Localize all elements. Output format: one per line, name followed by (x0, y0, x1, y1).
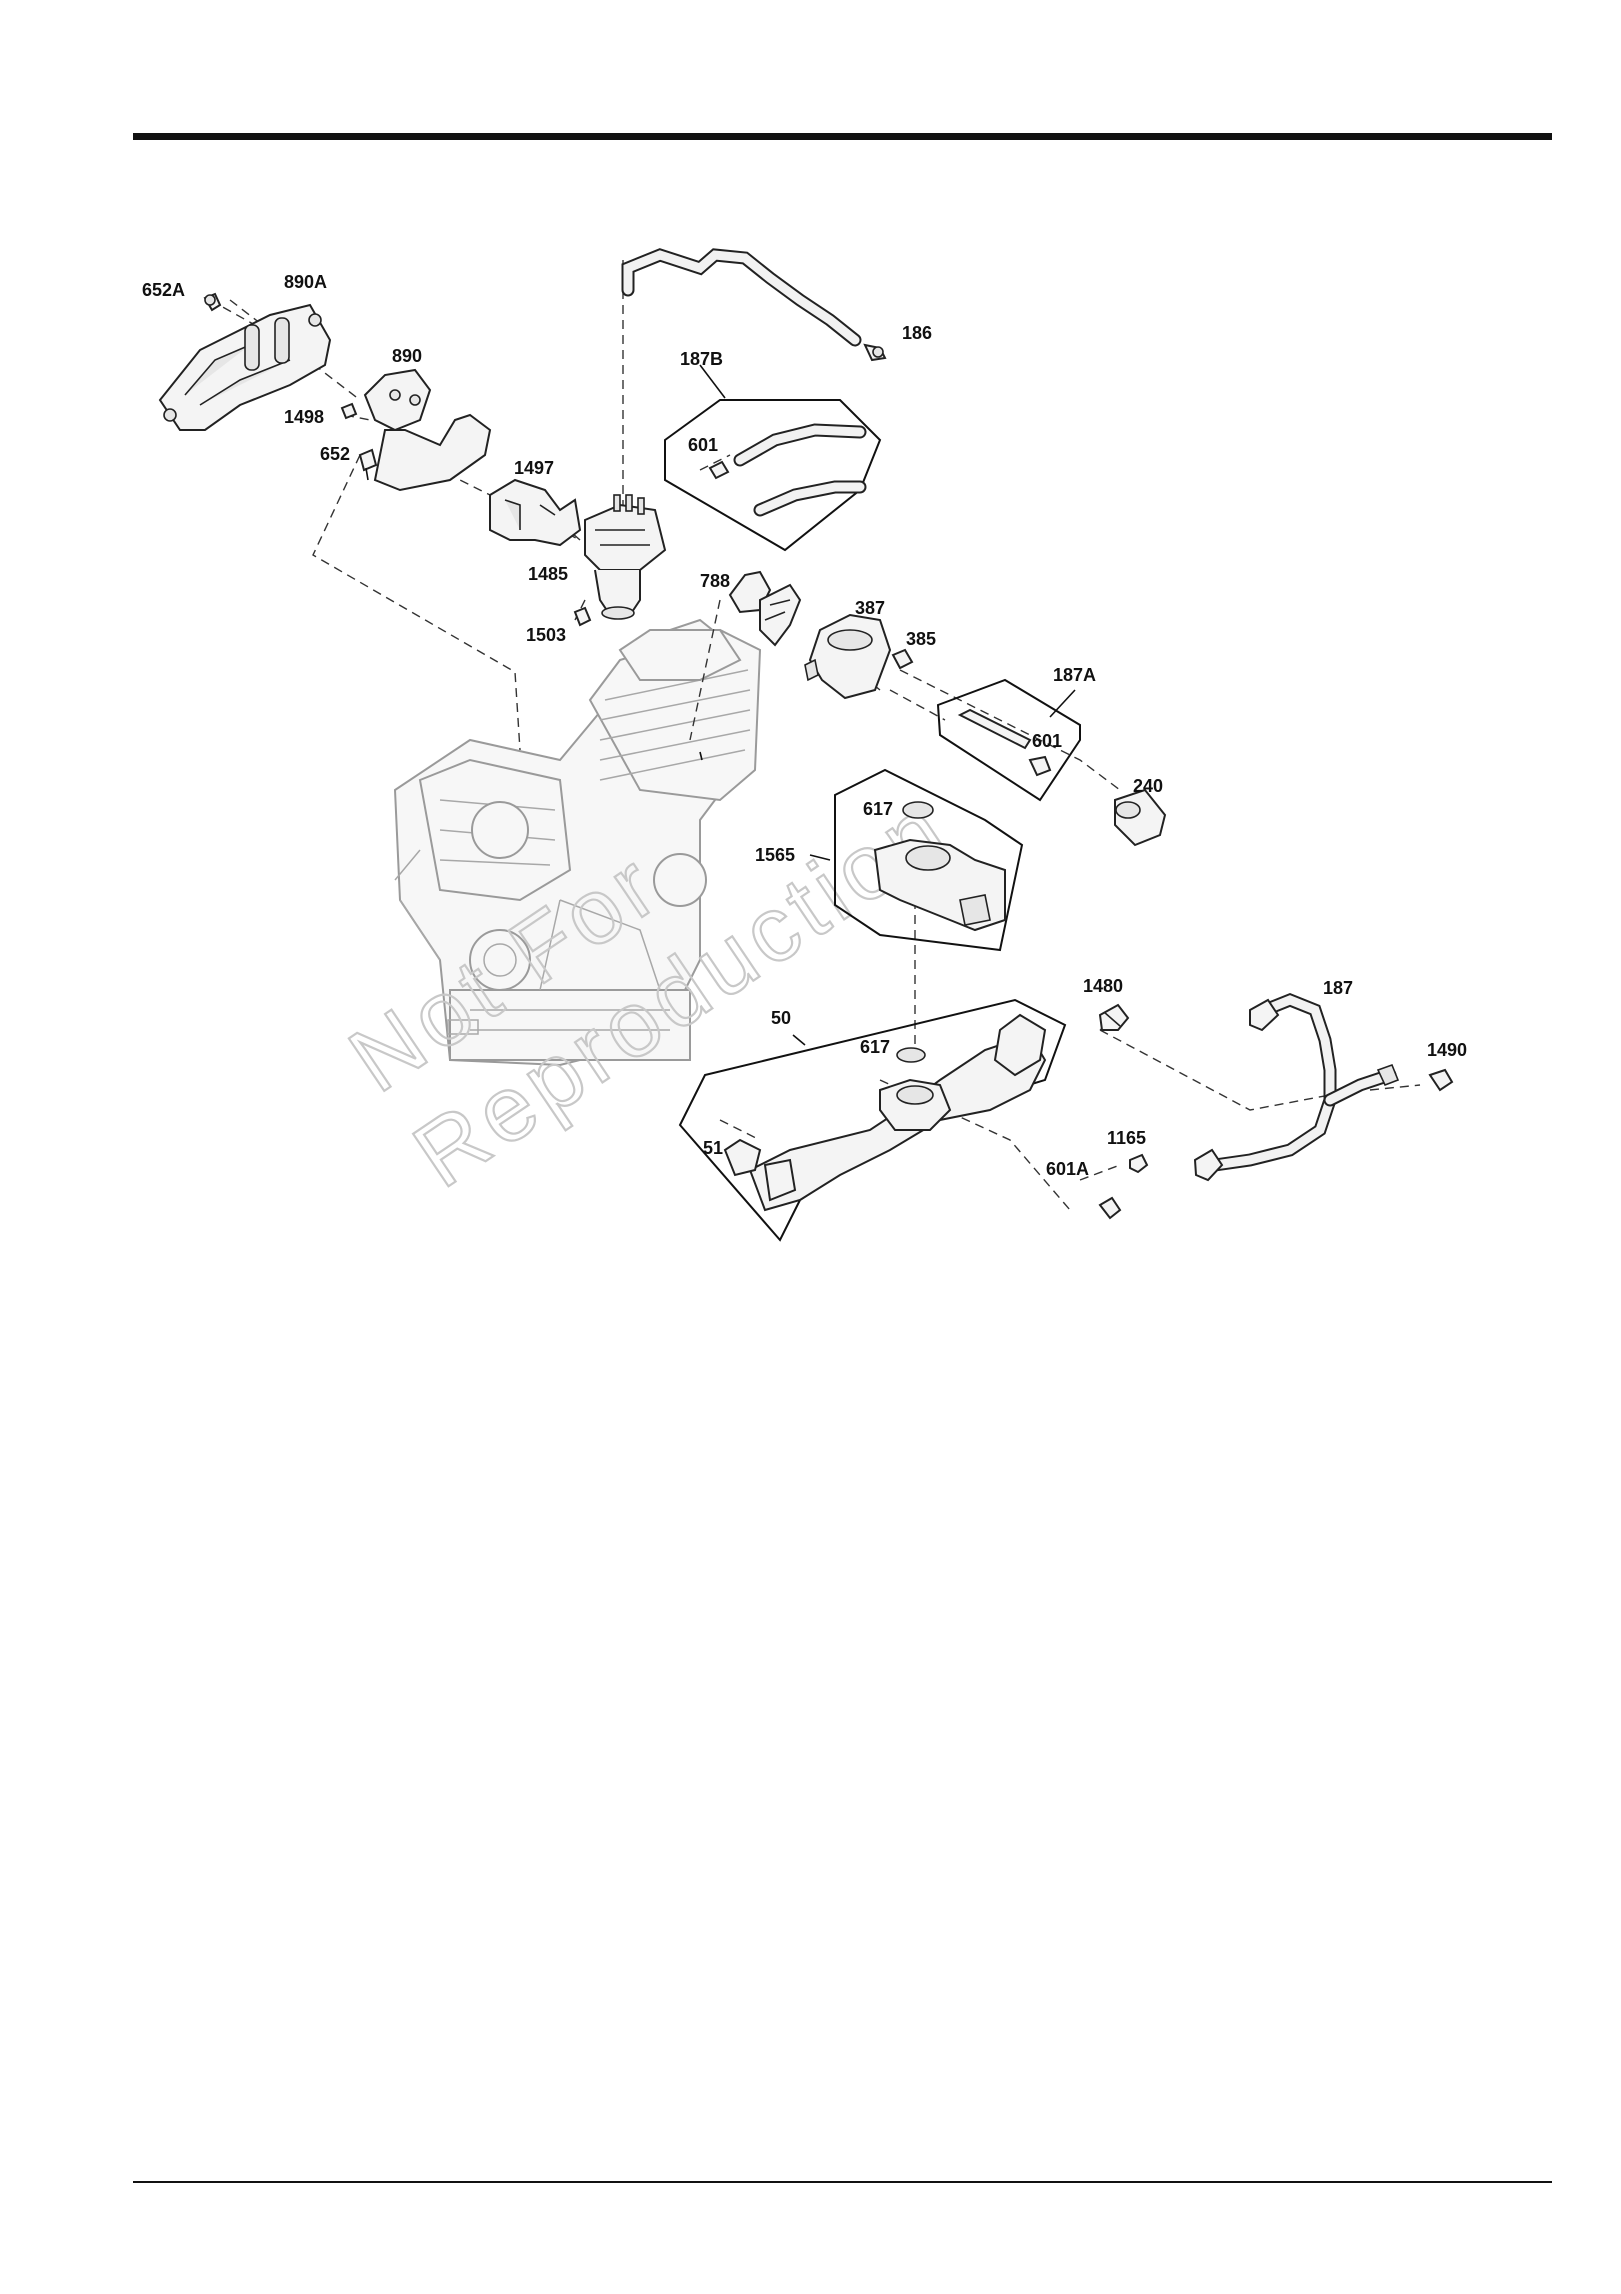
label-1565: 1565 (755, 845, 795, 865)
label-652: 652 (320, 444, 350, 464)
label-1485: 1485 (528, 564, 568, 584)
label-788: 788 (700, 571, 730, 591)
cap-1490 (1430, 1070, 1452, 1090)
label-652a: 652A (142, 280, 185, 300)
label-1503: 1503 (526, 625, 566, 645)
nut-1498 (342, 404, 356, 418)
label-187: 187 (1323, 978, 1353, 998)
gasket-788 (730, 572, 800, 645)
label-890: 890 (392, 346, 422, 366)
label-186: 186 (902, 323, 932, 343)
gasket-51 (725, 1140, 760, 1175)
label-187a: 187A (1053, 665, 1096, 685)
label-51: 51 (703, 1138, 723, 1158)
nut-385 (893, 650, 912, 668)
cap-1165 (1130, 1155, 1147, 1172)
canister-1485 (585, 495, 665, 619)
label-1498: 1498 (284, 407, 324, 427)
label-50: 50 (771, 1008, 791, 1028)
kit-box-50 (680, 1000, 1065, 1240)
bracket-890 (365, 370, 490, 490)
label-890a: 890A (284, 272, 327, 292)
screw-1503 (575, 608, 590, 625)
label-1480: 1480 (1083, 976, 1123, 996)
label-1490: 1490 (1427, 1040, 1467, 1060)
label-1165: 1165 (1107, 1128, 1146, 1148)
clip-601a (1100, 1198, 1120, 1218)
hose-187 (1195, 1000, 1398, 1180)
bolt-652a (205, 294, 220, 310)
connector-1480 (1100, 1005, 1128, 1030)
label-601-lower: 601 (1032, 731, 1062, 751)
label-617-upper: 617 (863, 799, 893, 819)
filter-240 (1115, 790, 1165, 845)
label-385: 385 (906, 629, 936, 649)
valve-387 (805, 615, 890, 698)
label-601a: 601A (1046, 1159, 1089, 1179)
label-187b: 187B (680, 349, 723, 369)
label-617-lower: 617 (860, 1037, 890, 1057)
bracket-1497 (490, 480, 580, 545)
label-387: 387 (855, 598, 885, 618)
part-labels: 652A 890A 890 1498 652 1497 1485 1503 18… (142, 272, 1467, 1179)
kit-box-187b (665, 365, 880, 550)
hose-186 (628, 255, 885, 360)
label-240: 240 (1133, 776, 1163, 796)
bolt-652 (360, 450, 376, 480)
label-1497: 1497 (514, 458, 554, 478)
label-601-upper: 601 (688, 435, 718, 455)
